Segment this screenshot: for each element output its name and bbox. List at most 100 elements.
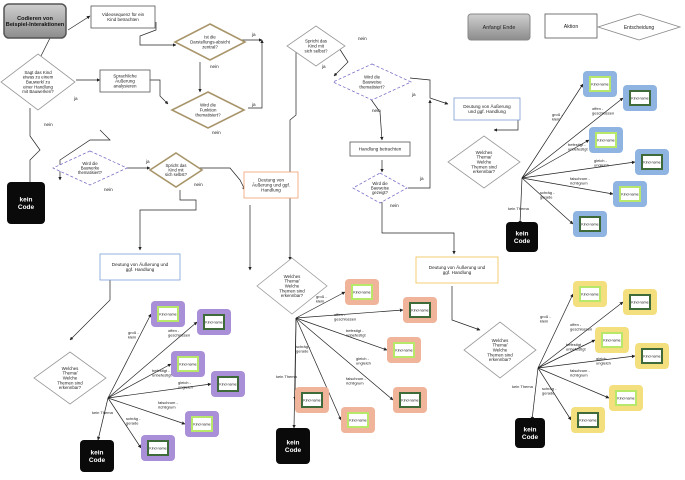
edge	[521, 160, 636, 179]
edge	[521, 97, 624, 179]
kind-card-label-bg	[159, 308, 177, 320]
theme-label-befestigt_unbefestigt: befestigt -unbefestigt	[566, 342, 586, 351]
start-node-box	[3, 3, 67, 39]
q-funktion-shape	[170, 91, 246, 129]
edge	[107, 397, 142, 449]
kind-card-label: Kind-name	[581, 222, 598, 226]
kind-card-label: Kind-name	[579, 418, 596, 422]
kind-card-label: Kind-name	[603, 338, 620, 342]
kind-card-label-bg	[643, 156, 661, 168]
edge	[537, 367, 610, 399]
edge-label-ja: ja	[411, 92, 416, 97]
edge-label-nein: nein	[104, 187, 113, 192]
edge-label-nein: nein	[390, 203, 399, 208]
kind-card-label-bg	[395, 344, 413, 356]
edge	[288, 52, 297, 261]
q-bauwerke-them-shape	[52, 150, 128, 186]
theme-label-gross_klein: groß -klein	[540, 314, 551, 323]
legend-start-end: Anfang/ Ende	[483, 25, 516, 31]
edge	[537, 339, 596, 369]
edge-label-ja: ja	[321, 64, 326, 69]
edges	[28, 15, 636, 449]
edge	[292, 317, 297, 429]
kind-card-label-bg	[597, 134, 615, 146]
kind-card-label: Kind-name	[159, 312, 176, 316]
kind-card-label-bg	[205, 316, 223, 328]
kind-card-label: Kind-name	[581, 292, 598, 296]
kind-card-label: Kind-name	[353, 290, 370, 294]
kind-card-label-bg	[411, 304, 429, 316]
edge	[107, 313, 152, 399]
kind-card-label-bg	[579, 414, 597, 426]
kind-card-label: Kind-name	[617, 396, 634, 400]
edge	[381, 202, 456, 255]
kein-code-box	[506, 222, 538, 252]
theme-label-schraeg_gerade: schräg -gerade	[540, 190, 555, 199]
kind-card-label-bg	[179, 358, 197, 370]
kind-card-label-bg	[349, 414, 367, 426]
q-bauweise2-shape	[352, 172, 408, 204]
q-spricht1-shape	[286, 25, 346, 67]
edge	[248, 39, 264, 109]
kein-code-box	[7, 182, 45, 224]
kind-card-label: Kind-name	[303, 398, 320, 402]
theme-label-falschrum_richtigrum: falschrum -richtigrum	[570, 368, 590, 377]
kind-card-label: Kind-name	[349, 418, 366, 422]
kind-card-label: Kind-name	[597, 138, 614, 142]
kind-card-label-bg	[603, 334, 621, 346]
theme-label-gross_klein: groß -klein	[552, 112, 563, 121]
deutung-tr-node-box	[453, 97, 521, 121]
edge	[69, 278, 111, 341]
kein-code-box	[515, 418, 545, 448]
video-node-box	[90, 5, 156, 29]
edge-label-kein-thema-br: kein Thema	[512, 384, 534, 389]
edge	[521, 139, 590, 179]
theme-label-gleich_ungleich: gleich -ungleich	[178, 380, 193, 389]
kind-card-label: Kind-name	[219, 382, 236, 386]
legend-decision: Entscheidung	[624, 25, 655, 31]
kind-card-label: Kind-name	[193, 422, 210, 426]
edge-label-nein: nein	[44, 122, 53, 127]
edge-label-nein: nein	[358, 36, 367, 41]
theme-label-schraeg_gerade: schräg -gerade	[296, 344, 311, 353]
theme-label-gross_klein: groß -klein	[316, 294, 327, 303]
edge	[295, 317, 388, 351]
edge	[521, 177, 574, 225]
theme-label-falschrum_richtigrum: falschrum -richtigrum	[346, 376, 366, 385]
kind-card-label-bg	[591, 78, 609, 90]
edge	[493, 120, 519, 132]
theme-label-befestigt_unbefestigt: befestigt -unbefestigt	[568, 142, 588, 151]
kind-card-label: Kind-name	[205, 320, 222, 324]
kind-card-label-bg	[581, 288, 599, 300]
theme-label-gleich_ungleich: gleich -ungleich	[594, 158, 609, 167]
kind-card-label: Kind-name	[411, 308, 428, 312]
theme-label-gross_klein: groß -klein	[128, 330, 139, 339]
edge	[537, 367, 572, 421]
edge	[139, 22, 177, 47]
kind-card-label: Kind-name	[149, 446, 166, 450]
kind-card-label: Kind-name	[631, 96, 648, 100]
edge	[521, 177, 614, 196]
kein-code-box	[276, 428, 310, 464]
legend-action-box	[544, 13, 598, 39]
deutung-left-node-box	[99, 253, 181, 281]
kind-card-label-bg	[631, 296, 649, 308]
